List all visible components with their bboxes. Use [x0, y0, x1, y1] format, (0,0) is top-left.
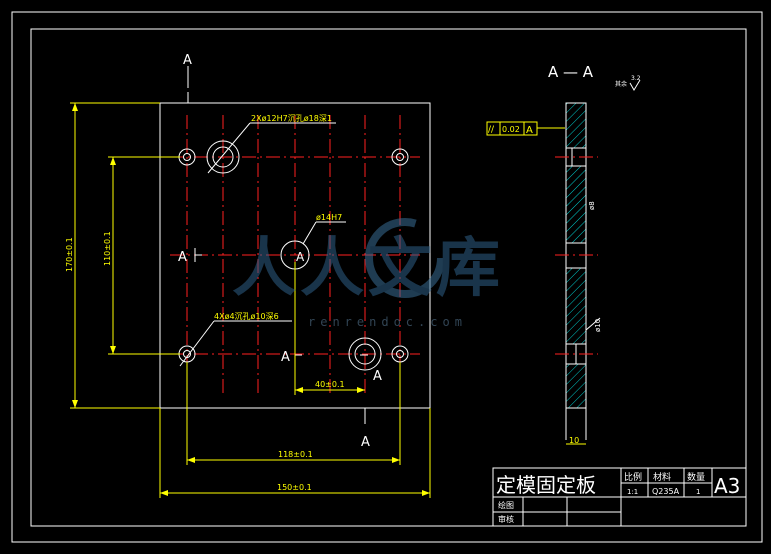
front-view: A A A A A A 2Xø12H7沉孔ø18深1 ø14H7 4Xø4沉孔ø…	[65, 53, 431, 498]
plate-outline	[159, 102, 431, 409]
callout-center-hole: ø14H7	[316, 213, 342, 222]
watermark-logo-icon	[365, 218, 445, 298]
section-mark-mid-center: A	[281, 350, 290, 365]
hole-small-tr	[391, 148, 409, 166]
hole-large-tl	[206, 140, 240, 174]
center-lines	[170, 115, 420, 395]
callout-counterbore-4: 4Xø4沉孔ø10深6	[214, 312, 279, 321]
watermark-url: renrendoc.com	[308, 315, 467, 329]
dim-width-outer: 150±0.1	[277, 483, 312, 492]
roughness-value: 3.2	[631, 75, 641, 82]
sheet-size: A3	[714, 474, 740, 498]
scale-header: 比例	[624, 471, 642, 483]
section-hatch-2	[566, 166, 586, 243]
watermark: 人人文库 renrendoc.com	[232, 218, 504, 329]
section-hatch-4	[566, 364, 586, 408]
watermark-text: 人人文库	[232, 232, 504, 306]
drawn-label: 绘图	[498, 500, 514, 510]
dim-offset-40: 40±0.1	[315, 380, 345, 389]
outer-border	[11, 11, 763, 543]
callout-counterbore-12: 2Xø12H7沉孔ø18深1	[251, 114, 332, 123]
section-view: A — A 其余 3.2 // 0.02 A	[486, 63, 641, 445]
tolerance-value: 0.02	[502, 125, 520, 134]
roughness-label: 其余	[615, 80, 627, 88]
holes	[178, 140, 409, 371]
dim-height-inner: 110±0.1	[103, 231, 112, 266]
section-mark-bottom-right: A	[373, 369, 382, 384]
dim-width-inner: 118±0.1	[278, 450, 313, 459]
section-mark-hole: A	[296, 250, 305, 264]
inner-border	[30, 28, 747, 527]
side-note: ø8	[588, 201, 596, 210]
section-mark-bottom: A	[361, 435, 370, 450]
dimensions	[70, 102, 431, 498]
tolerance-datum: A	[526, 125, 533, 136]
part-name: 定模固定板	[496, 473, 596, 497]
section-hatch-3	[566, 268, 586, 344]
material-header: 材料	[653, 471, 671, 483]
dim-height-outer: 170±0.1	[65, 237, 74, 272]
material-value: Q235A	[652, 487, 680, 496]
scale-value: 1:1	[627, 488, 638, 496]
side-note-2: ø10	[594, 319, 602, 332]
tolerance-frame	[486, 121, 565, 136]
section-mark-mid-left: A	[178, 250, 187, 265]
section-hatch-1	[566, 103, 586, 148]
checked-label: 审核	[498, 514, 514, 524]
section-view-title: A — A	[548, 63, 594, 81]
hole-large-br	[348, 337, 382, 371]
tolerance-symbol: //	[488, 125, 495, 135]
title-block	[492, 467, 747, 527]
qty-header: 数量	[687, 471, 705, 483]
dim-thickness: 10	[569, 436, 579, 445]
qty-value: 1	[696, 488, 700, 496]
section-mark-top: A	[183, 53, 192, 68]
